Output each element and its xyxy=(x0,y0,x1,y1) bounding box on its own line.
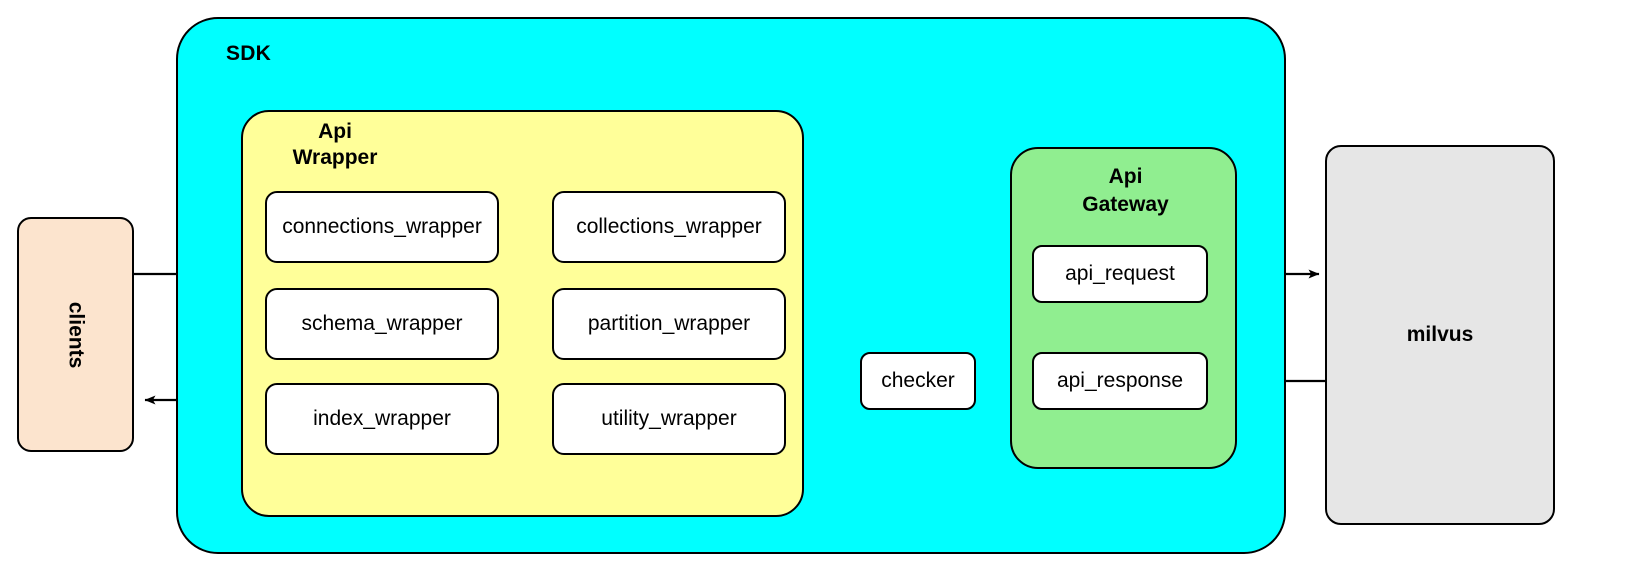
checker-node[interactable]: checker xyxy=(860,352,976,410)
clients-label: clients xyxy=(64,301,88,368)
connections-wrapper-label: connections_wrapper xyxy=(282,215,482,238)
schema-wrapper-node[interactable]: schema_wrapper xyxy=(265,288,499,360)
api-response-node[interactable]: api_response xyxy=(1032,352,1208,410)
api-wrapper-label-line2: Wrapper xyxy=(292,146,378,169)
api-request-label: api_request xyxy=(1065,262,1175,285)
api-gateway-container[interactable]: Api Gateway xyxy=(1010,147,1237,469)
api-gateway-label: Api Gateway xyxy=(1012,163,1239,219)
api-gateway-label-line2: Gateway xyxy=(1082,193,1169,216)
collections-wrapper-node[interactable]: collections_wrapper xyxy=(552,191,786,263)
index-wrapper-label: index_wrapper xyxy=(313,407,451,430)
connections-wrapper-node[interactable]: connections_wrapper xyxy=(265,191,499,263)
api-wrapper-label: Api Wrapper xyxy=(260,119,410,171)
clients-node[interactable]: clients xyxy=(17,217,134,452)
api-gateway-label-line1: Api xyxy=(1108,165,1143,188)
api-request-node[interactable]: api_request xyxy=(1032,245,1208,303)
api-response-label: api_response xyxy=(1056,369,1184,392)
utility-wrapper-node[interactable]: utility_wrapper xyxy=(552,383,786,455)
utility-wrapper-label: utility_wrapper xyxy=(601,407,737,430)
milvus-node[interactable]: milvus xyxy=(1325,145,1555,525)
collections-wrapper-label: collections_wrapper xyxy=(576,215,762,238)
sdk-label: SDK xyxy=(226,42,271,65)
api-wrapper-label-line1: Api xyxy=(318,120,352,143)
checker-label: checker xyxy=(881,369,955,392)
milvus-label: milvus xyxy=(1406,323,1474,346)
partition-wrapper-label: partition_wrapper xyxy=(587,312,751,335)
index-wrapper-node[interactable]: index_wrapper xyxy=(265,383,499,455)
schema-wrapper-label: schema_wrapper xyxy=(301,312,463,335)
partition-wrapper-node[interactable]: partition_wrapper xyxy=(552,288,786,360)
